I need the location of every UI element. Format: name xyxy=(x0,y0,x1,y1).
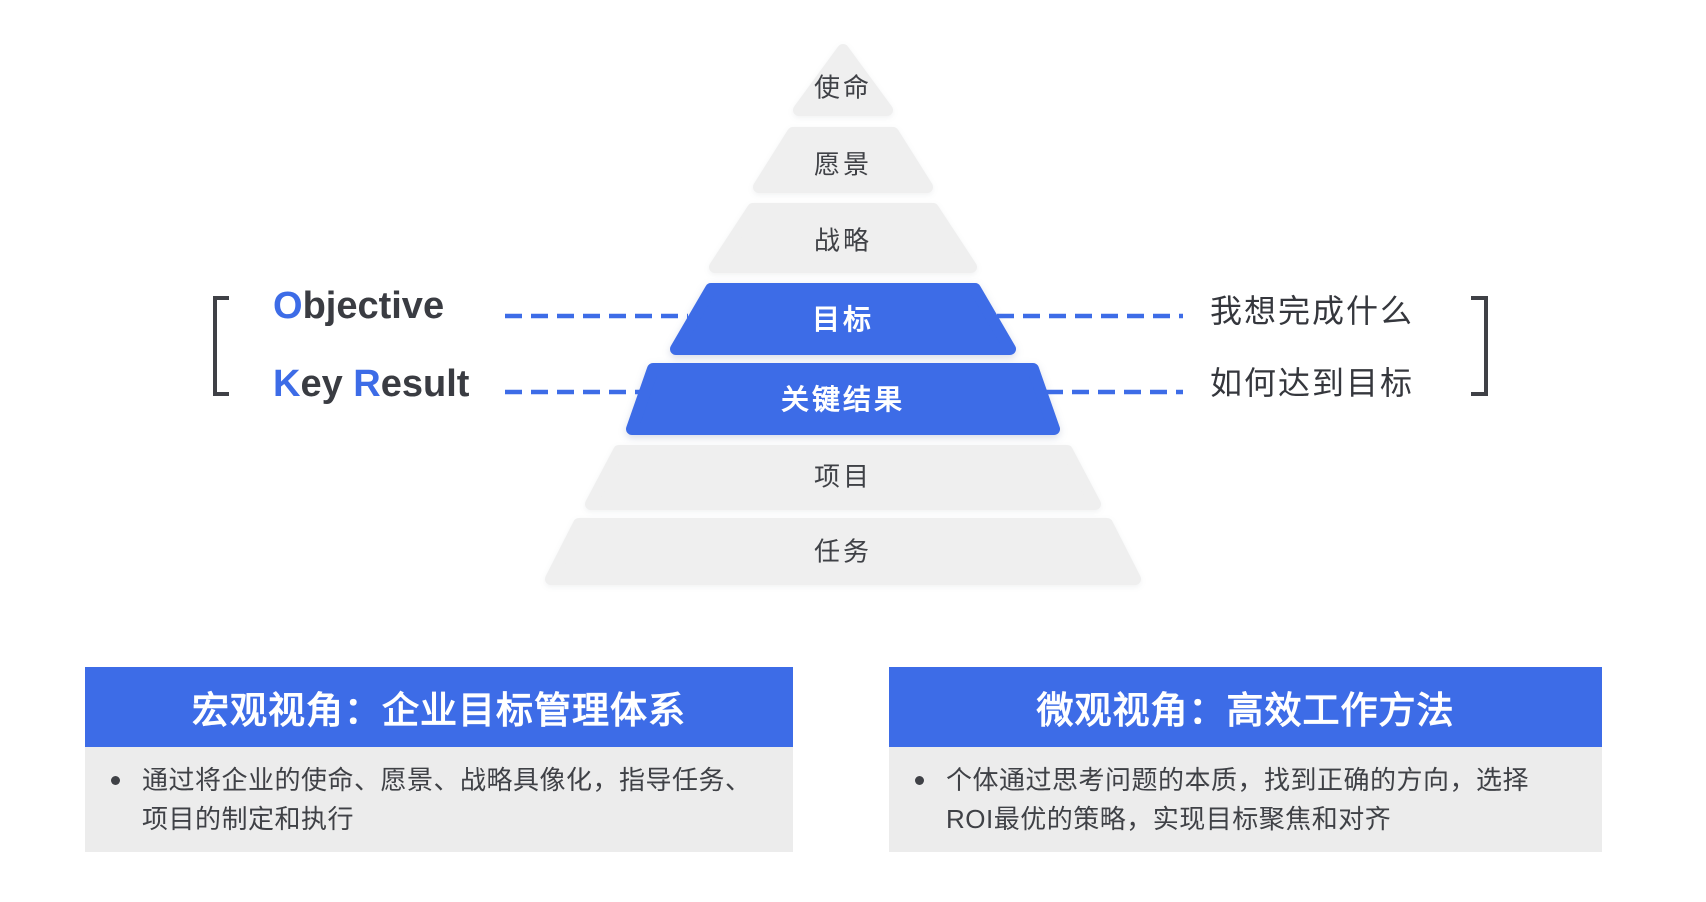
objective-hint: 我想完成什么 xyxy=(1210,293,1415,329)
micro-card-body: 个体通过思考问题的本质，找到正确的方向，选择 ROI最优的策略，实现目标聚焦和对… xyxy=(889,747,1602,852)
micro-card-text: 个体通过思考问题的本质，找到正确的方向，选择 ROI最优的策略，实现目标聚焦和对… xyxy=(946,761,1529,839)
pyramid-level-strategy-shape xyxy=(709,203,977,273)
bullet-dot-icon xyxy=(915,776,924,785)
pyramid-label-vision: 愿景 xyxy=(813,149,873,180)
pyramid-level-project-shape xyxy=(585,445,1101,510)
macro-card-title: 宏观视角：企业目标管理体系 xyxy=(85,667,793,747)
micro-card-title: 微观视角：高效工作方法 xyxy=(889,667,1602,747)
macro-card-line-2: 项目的制定和执行 xyxy=(142,804,355,834)
micro-card-line-2: ROI最优的策略，实现目标聚焦和对齐 xyxy=(946,804,1392,834)
result-initial: R xyxy=(353,363,381,405)
macro-card: 宏观视角：企业目标管理体系 通过将企业的使命、愿景、战略具像化，指导任务、 项目… xyxy=(85,667,793,852)
macro-card-line-1: 通过将企业的使命、愿景、战略具像化，指导任务、 xyxy=(142,765,752,795)
objective-word: Objective xyxy=(273,287,444,325)
micro-card: 微观视角：高效工作方法 个体通过思考问题的本质，找到正确的方向，选择 ROI最优… xyxy=(889,667,1602,852)
key-result-hint: 如何达到目标 xyxy=(1210,365,1415,401)
key-result-word: Key Result xyxy=(273,365,469,403)
pyramid-level-objective-shape xyxy=(670,283,1016,355)
pyramid-label-mission: 使命 xyxy=(813,72,873,103)
result-rest: esult xyxy=(380,363,470,405)
macro-card-bullet-row: 通过将企业的使命、愿景、战略具像化，指导任务、 项目的制定和执行 xyxy=(111,761,769,839)
objective-rest: bjective xyxy=(302,285,445,327)
bullet-dot-icon xyxy=(111,776,120,785)
micro-card-bullet-row: 个体通过思考问题的本质，找到正确的方向，选择 ROI最优的策略，实现目标聚焦和对… xyxy=(915,761,1578,839)
right-bracket xyxy=(1471,296,1488,396)
key-initial: K xyxy=(273,363,301,405)
micro-card-line-1: 个体通过思考问题的本质，找到正确的方向，选择 xyxy=(946,765,1530,795)
pyramid-label-project: 项目 xyxy=(813,461,873,492)
key-rest: ey xyxy=(300,363,354,405)
pyramid-label-objective: 目标 xyxy=(811,304,875,335)
pyramid-level-vision-shape xyxy=(753,127,933,193)
pyramid-label-task: 任务 xyxy=(813,536,873,567)
pyramid-label-key-result: 关键结果 xyxy=(780,384,906,415)
pyramid-label-strategy: 战略 xyxy=(813,225,873,256)
macro-card-text: 通过将企业的使命、愿景、战略具像化，指导任务、 项目的制定和执行 xyxy=(142,761,752,839)
pyramid-diagram xyxy=(213,44,1488,585)
objective-initial: O xyxy=(273,285,303,327)
pyramid-level-task-shape xyxy=(545,518,1141,585)
macro-card-body: 通过将企业的使命、愿景、战略具像化，指导任务、 项目的制定和执行 xyxy=(85,747,793,852)
left-bracket xyxy=(213,296,229,396)
pyramid-level-key-result-shape xyxy=(626,363,1060,435)
pyramid-level-mission-shape xyxy=(793,44,893,116)
